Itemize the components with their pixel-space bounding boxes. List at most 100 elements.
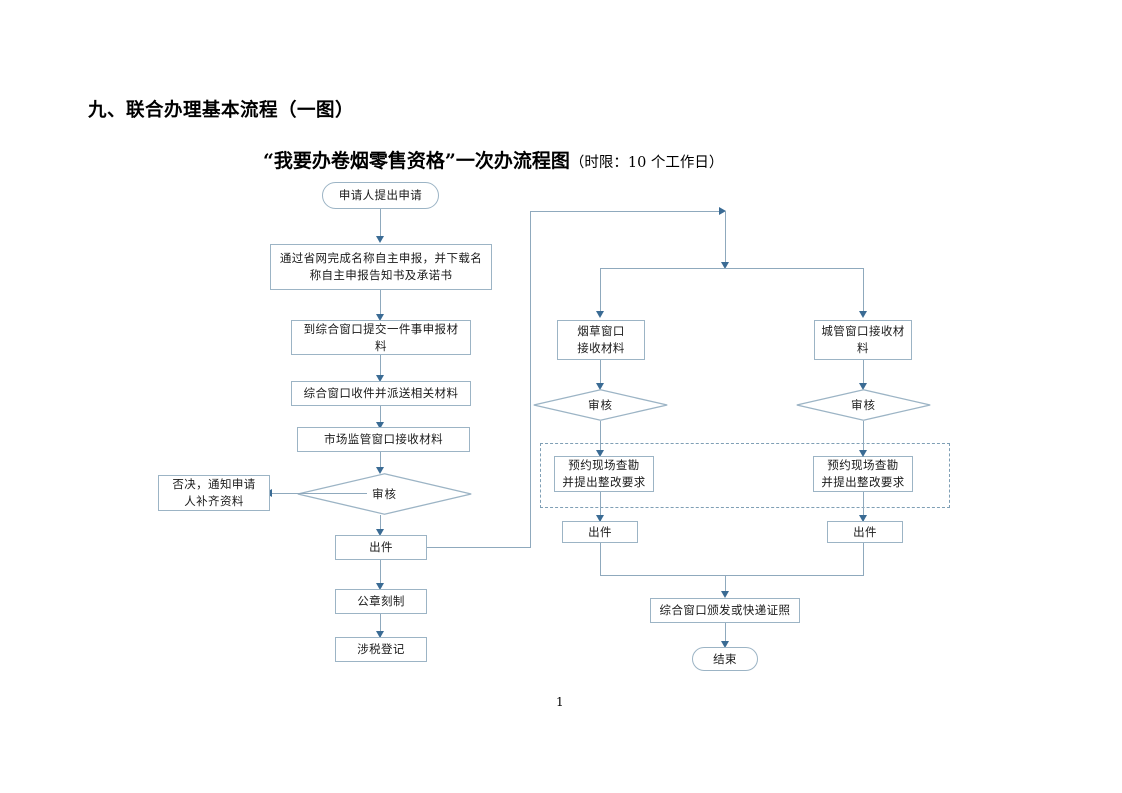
node-site-survey-urban: 预约现场查勘 并提出整改要求 [813,456,913,492]
arrowhead-review-main [376,467,384,474]
node-tax-registration-label: 涉税登记 [357,642,405,657]
arrowhead-submit-materials [376,314,384,321]
node-reject-notify: 否决，通知申请 人补齐资料 [158,475,270,511]
arrowhead-issue-tobacco [596,515,604,522]
arrowhead-issue-urban [859,515,867,522]
arrowhead-issue-main [376,529,384,536]
arrowhead-tax-registration [376,631,384,638]
node-issue-main: 出件 [335,535,427,560]
node-comprehensive-window-receive: 综合窗口收件并派送相关材料 [291,381,471,406]
edge-market-to-review [380,452,382,471]
node-provincial-declaration: 通过省网完成名称自主申报，并下载名 称自主申报告知书及承诺书 [270,244,492,290]
node-site-survey-urban-line1: 预约现场查勘 [827,458,899,473]
edge-survey-urban-to-issue [863,492,865,522]
edge-issue-to-branch-v [530,211,532,548]
edge-split-to-urban [863,268,865,315]
node-site-survey-tobacco: 预约现场查勘 并提出整改要求 [554,456,654,492]
node-issue-urban-label: 出件 [853,524,877,539]
edge-start-to-declaration [380,209,382,240]
node-tobacco-window-receive: 烟草窗口 接收材料 [557,320,645,360]
page-number: 1 [556,695,564,709]
edge-issue-urban-down [863,543,865,576]
page-title-main: “我要办卷烟零售资格”一次办流程图 [263,150,570,172]
arrowhead-review-tobacco [596,383,604,390]
node-issue-or-courier-label: 综合窗口颁发或快递证照 [659,603,791,618]
edge-issue-tobacco-down [600,543,602,576]
node-seal-engraving-label: 公章刻制 [357,594,405,609]
arrowhead-issue-or-courier [721,591,729,598]
group-joint-site-survey [540,443,950,508]
edge-seal-to-tax [380,614,382,638]
edge-issue-to-seal [380,560,382,587]
node-reject-notify-line1: 否决，通知申请 [172,477,256,492]
arrowhead-urban-window [859,311,867,318]
node-seal-engraving: 公章刻制 [335,589,427,614]
node-comprehensive-window-receive-label: 综合窗口收件并派送相关材料 [303,386,459,401]
edge-urban-to-review [863,360,865,387]
page-title: “我要办卷烟零售资格”一次办流程图（时限：10 个工作日） [263,146,723,173]
edge-survey-tobacco-to-issue [600,492,602,522]
diamond-shape-review-urban [796,389,931,421]
arrowhead-site-survey-tobacco [596,450,604,457]
edge-review-urban-to-survey [863,421,865,454]
arrowhead-branch-junction [719,207,726,215]
arrowhead-review-urban [859,383,867,390]
node-review-urban-label: 审核 [851,398,876,412]
node-review-urban: 审核 [796,389,931,421]
edge-junction-down [725,211,727,266]
edge-review-tobacco-to-survey [600,421,602,454]
edge-declaration-to-submit [380,290,382,318]
diamond-shape-review-main [297,473,472,515]
node-site-survey-urban-line2: 并提出整改要求 [821,475,905,489]
section-heading: 九、联合办理基本流程（一图） [88,100,355,121]
node-urban-window-receive: 城管窗口接收材 料 [814,320,912,360]
node-issue-or-courier: 综合窗口颁发或快递证照 [650,598,800,623]
node-tobacco-window-receive-line2: 接收材料 [577,341,625,355]
page-title-time-limit: （时限：10 个工作日） [569,155,724,171]
node-urban-window-receive-line2: 料 [857,341,869,355]
edge-top-rail [530,211,723,213]
arrowhead-site-survey-urban [859,450,867,457]
node-submit-materials-line2: 料 [375,338,387,353]
node-start-label: 申请人提出申请 [338,188,423,203]
node-end: 结束 [692,647,758,671]
arrowhead-declaration [376,236,384,243]
node-tobacco-window-receive-line1: 烟草窗口 [577,324,625,339]
arrowhead-comprehensive-window [376,375,384,382]
edge-submit-to-comprehensive [380,355,382,379]
node-submit-materials-line1: 到综合窗口提交一件事申报材 [303,321,459,336]
diamond-shape-review-tobacco [533,389,668,421]
node-tax-registration: 涉税登记 [335,637,427,662]
node-issue-tobacco-label: 出件 [588,524,612,539]
node-provincial-declaration-line2: 称自主申报告知书及承诺书 [309,268,453,282]
arrowhead-junction-split [721,262,729,269]
edge-issue-to-branch-h [427,547,531,549]
node-issue-main-label: 出件 [369,540,393,555]
edge-split-to-tobacco [600,268,602,315]
node-market-supervision-receive-label: 市场监管窗口接收材料 [324,432,443,447]
edge-merge-rail [600,575,864,577]
edge-tobacco-to-review [600,360,602,387]
node-site-survey-tobacco-line1: 预约现场查勘 [568,458,640,473]
node-urban-window-receive-line1: 城管窗口接收材 [821,324,905,339]
node-issue-urban: 出件 [827,521,903,543]
node-review-main-label: 审核 [372,487,397,501]
node-issue-tobacco: 出件 [562,521,638,543]
node-review-tobacco-label: 审核 [588,398,613,412]
node-submit-materials: 到综合窗口提交一件事申报材 料 [291,320,471,355]
edge-comprehensive-to-market [380,406,382,426]
arrowhead-market-supervision [376,422,384,429]
node-review-tobacco: 审核 [533,389,668,421]
edge-review-to-reject [271,493,367,495]
edge-split-rail [600,268,864,270]
arrowhead-tobacco-window [596,311,604,318]
edge-review-to-issue [380,515,382,533]
edge-merge-down [725,575,727,595]
node-end-label: 结束 [713,651,737,666]
node-provincial-declaration-line1: 通过省网完成名称自主申报，并下载名 [279,251,483,266]
node-market-supervision-receive: 市场监管窗口接收材料 [297,427,470,452]
arrowhead-seal-engraving [376,583,384,590]
node-reject-notify-line2: 人补齐资料 [184,494,244,508]
